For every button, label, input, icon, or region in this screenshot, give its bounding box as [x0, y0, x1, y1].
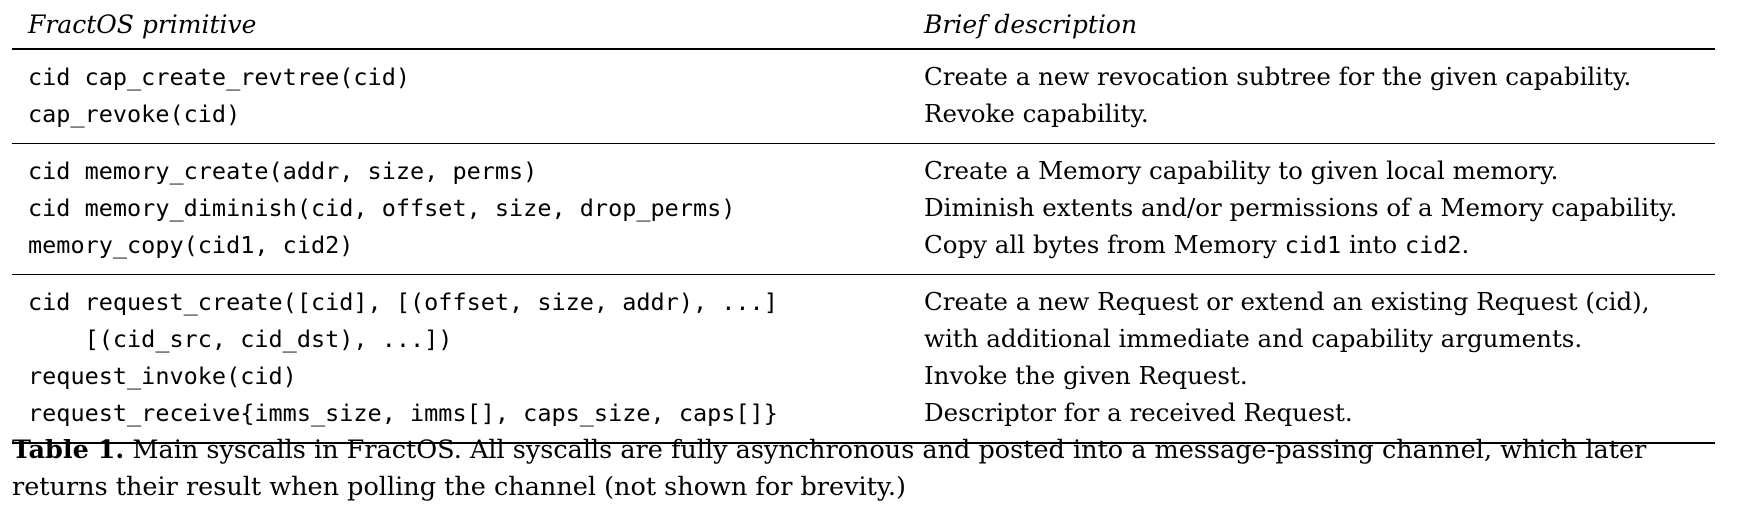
table-row: cid cap_create_revtree(cid) Create a new…	[12, 59, 1715, 96]
syscall-signature: [(cid_src, cid_dst), ...])	[28, 325, 453, 353]
syscall-signature: cid cap_create_revtree(cid)	[28, 63, 411, 91]
group-memory: cid memory_create(addr, size, perms) Cre…	[12, 143, 1715, 274]
syscall-signature: cid memory_create(addr, size, perms)	[28, 157, 538, 185]
caption-label: Table 1.	[12, 435, 125, 465]
syscall-description: Invoke the given Request.	[924, 361, 1248, 390]
table-row: cid memory_diminish(cid, offset, size, d…	[12, 190, 1715, 227]
table-row: memory_copy(cid1, cid2) Copy all bytes f…	[12, 227, 1715, 264]
table-caption: Table 1. Main syscalls in FractOS. All s…	[12, 432, 1722, 506]
syscall-signature: cid request_create([cid], [(offset, size…	[28, 288, 778, 316]
desc-code: cid1	[1284, 231, 1342, 259]
syscall-description: with additional immediate and capability…	[924, 324, 1583, 353]
syscall-description: Copy all bytes from Memory cid1 into cid…	[924, 230, 1469, 259]
group-request: cid request_create([cid], [(offset, size…	[12, 274, 1715, 444]
table-row: request_invoke(cid) Invoke the given Req…	[12, 358, 1715, 395]
desc-text: .	[1461, 230, 1470, 259]
table-row: cid memory_create(addr, size, perms) Cre…	[12, 153, 1715, 190]
syscall-description: Diminish extents and/or permissions of a…	[924, 193, 1678, 222]
syscall-description: Revoke capability.	[924, 99, 1149, 128]
table-row: request_receive{imms_size, imms[], caps_…	[12, 395, 1715, 432]
syscall-signature: request_invoke(cid)	[28, 362, 297, 390]
desc-code: cid2	[1404, 231, 1462, 259]
syscall-description: Descriptor for a received Request.	[924, 398, 1353, 427]
syscall-description: Create a new Request or extend an existi…	[924, 287, 1650, 316]
desc-text: Copy all bytes from Memory	[924, 230, 1285, 259]
table-row: cid request_create([cid], [(offset, size…	[12, 284, 1715, 321]
table-header: FractOS primitive Brief description	[12, 0, 1715, 50]
syscall-signature: request_receive{imms_size, imms[], caps_…	[28, 399, 778, 427]
syscall-signature: cap_revoke(cid)	[28, 100, 241, 128]
syscall-description: Create a new revocation subtree for the …	[924, 62, 1632, 91]
header-primitive: FractOS primitive	[28, 10, 257, 39]
table-row: [(cid_src, cid_dst), ...]) with addition…	[12, 321, 1715, 358]
header-description: Brief description	[924, 10, 1138, 39]
desc-text: into	[1341, 230, 1405, 259]
caption-text: Main syscalls in FractOS. All syscalls a…	[12, 435, 1647, 502]
syscall-description: Create a Memory capability to given loca…	[924, 156, 1559, 185]
group-capability: cid cap_create_revtree(cid) Create a new…	[12, 50, 1715, 143]
syscall-signature: cid memory_diminish(cid, offset, size, d…	[28, 194, 736, 222]
syscall-signature: memory_copy(cid1, cid2)	[28, 231, 354, 259]
syscall-table: FractOS primitive Brief description cid …	[12, 0, 1715, 444]
table-row: cap_revoke(cid) Revoke capability.	[12, 96, 1715, 133]
